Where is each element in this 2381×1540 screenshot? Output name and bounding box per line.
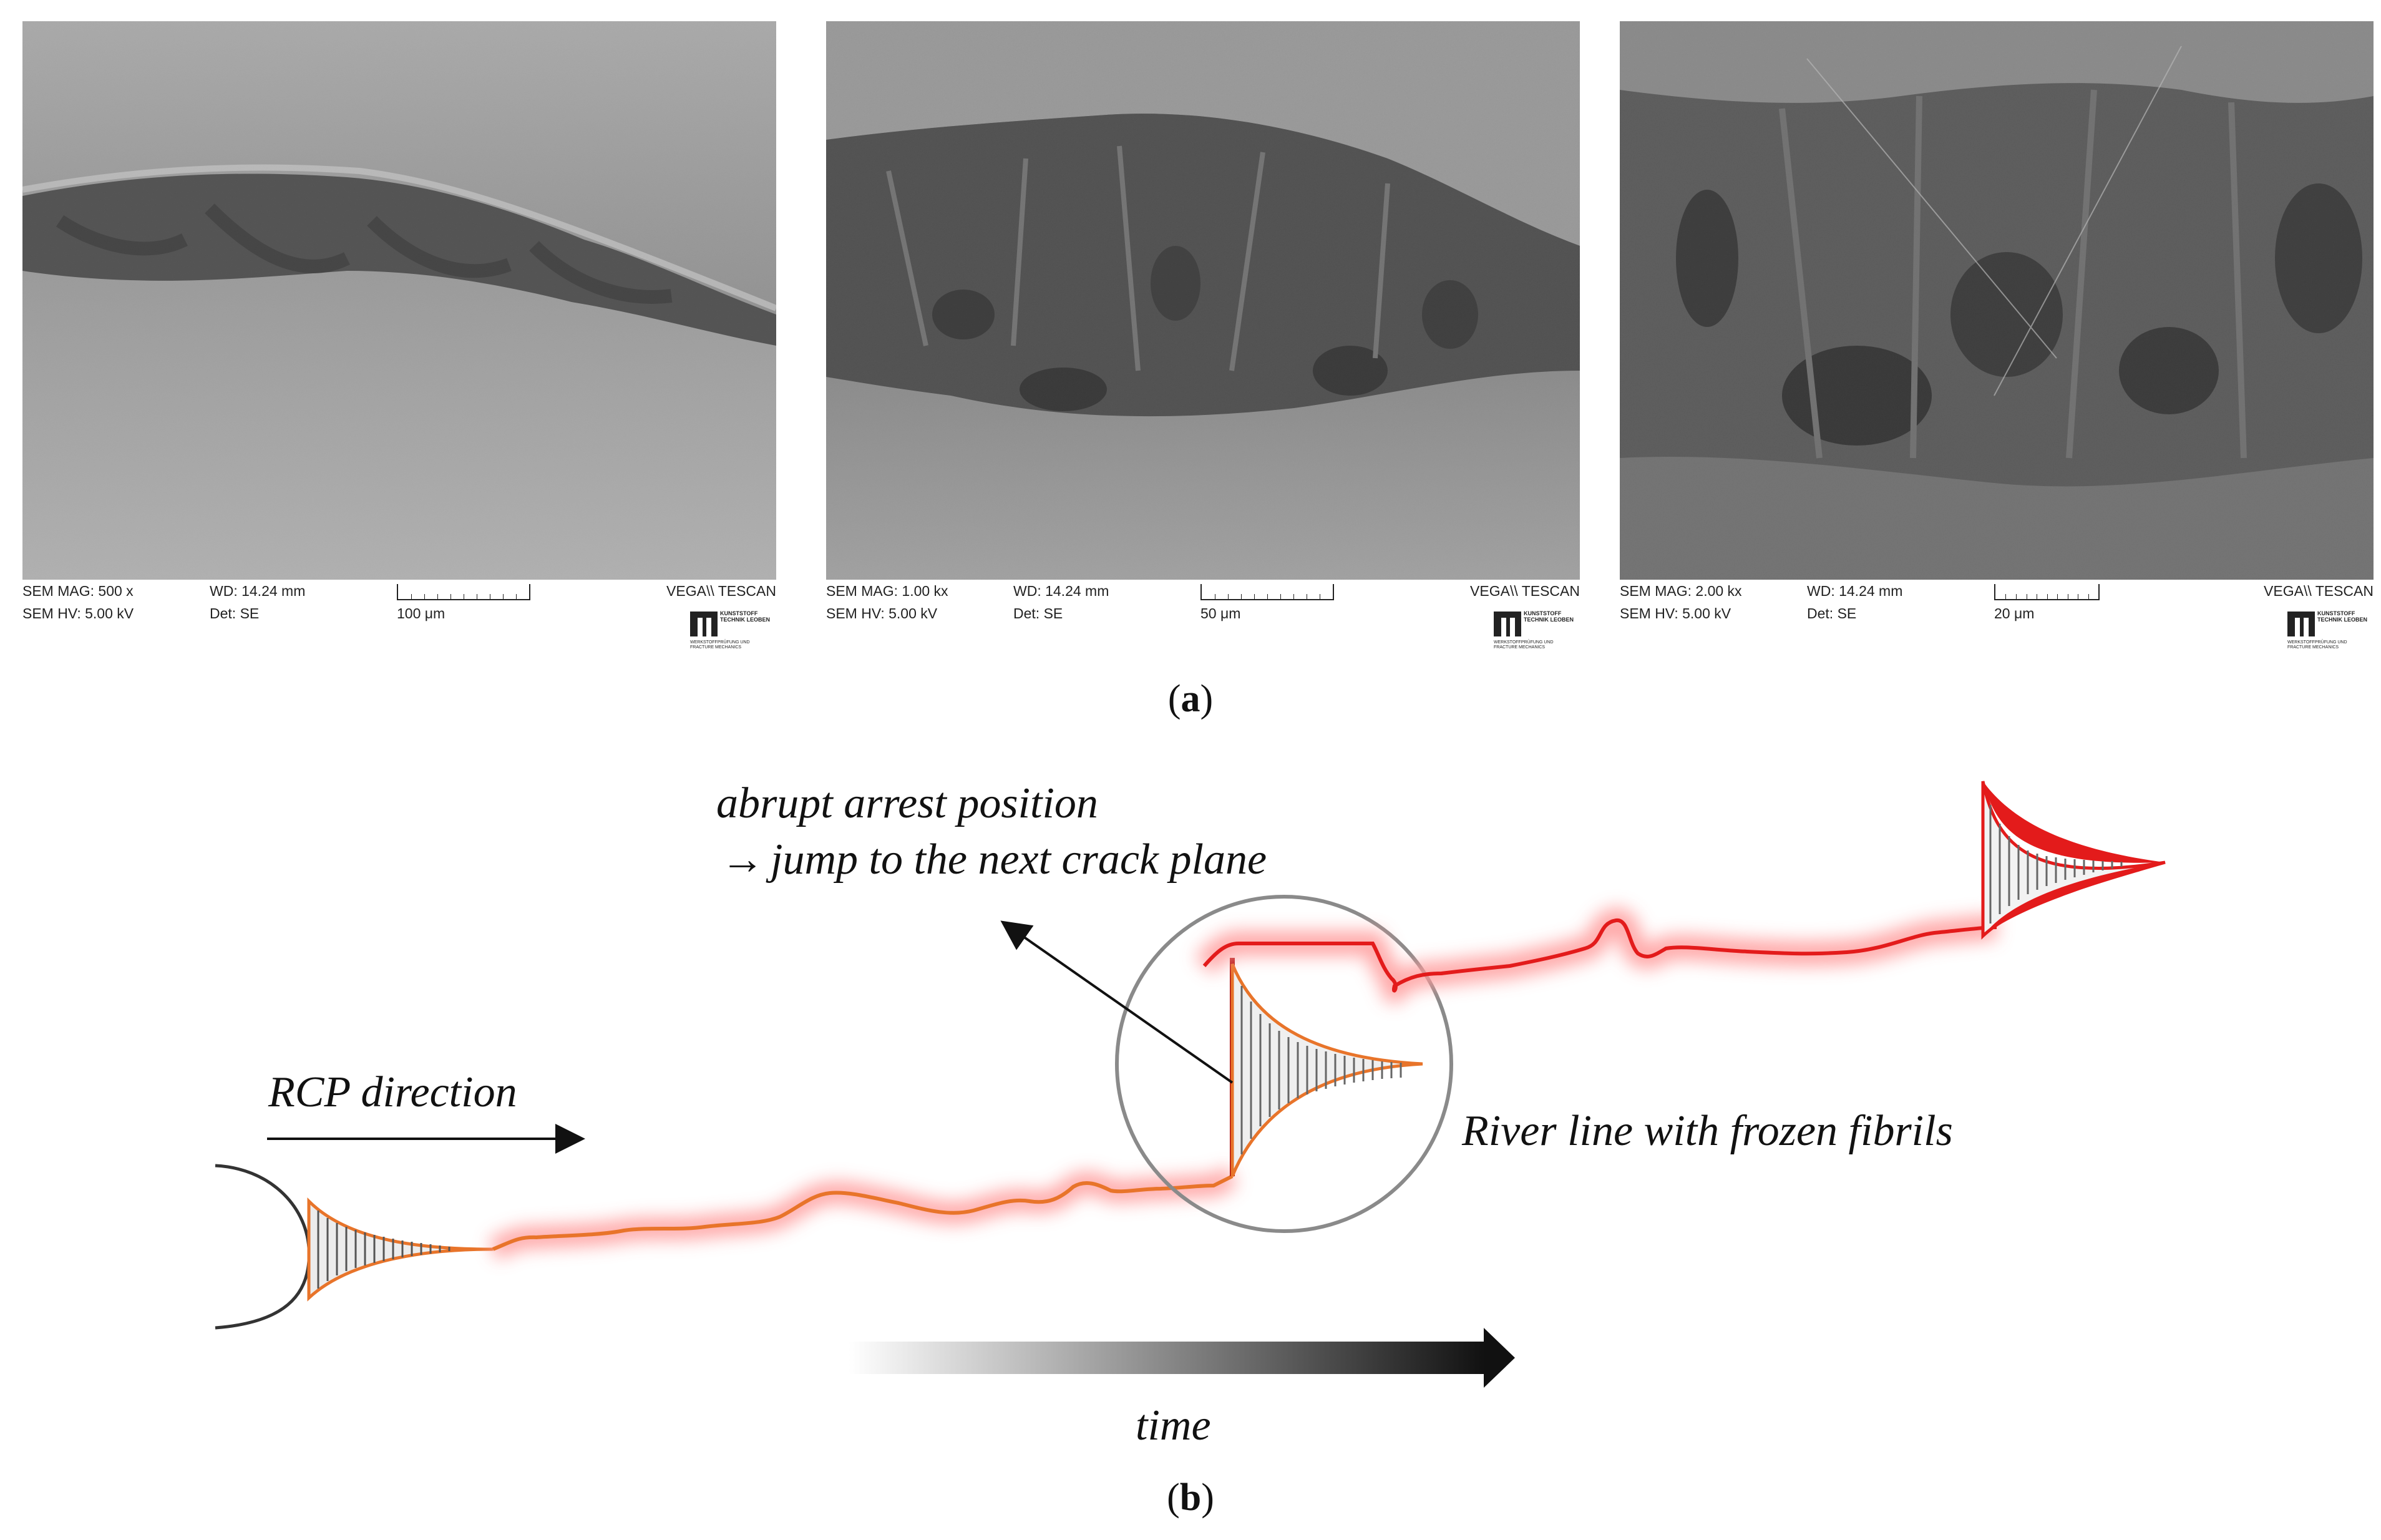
rcp-direction-label: RCP direction xyxy=(268,1068,517,1116)
time-arrow-bar xyxy=(849,1342,1485,1374)
sem-magnification: SEM MAG: 2.00 kx xyxy=(1620,583,1742,599)
sem-high-voltage: SEM HV: 5.00 kV xyxy=(826,605,938,621)
sem-working-distance: WD: 14.24 mm xyxy=(1013,583,1109,599)
sem-info-bar: SEM MAG: 1.00 kx WD: 14.24 mm SEM HV: 5.… xyxy=(826,583,1580,651)
scale-bar xyxy=(397,584,530,600)
time-label: time xyxy=(1136,1401,1211,1450)
sem-micrograph-1kx xyxy=(826,21,1580,580)
sem-micrograph-500x xyxy=(22,21,776,580)
final-craze-fibrils xyxy=(1989,805,2123,924)
sem-vendor: VEGA\\ TESCAN xyxy=(2264,583,2374,599)
institute-logo: KUNSTSTOFF TECHNIK LEOBEN WERKSTOFFPRÜFU… xyxy=(2287,608,2369,651)
sem-panel-2: SEM MAG: 1.00 kx WD: 14.24 mm SEM HV: 5.… xyxy=(826,21,1580,651)
logo-mark-icon xyxy=(1494,612,1521,636)
sem-panel-1: SEM MAG: 500 x WD: 14.24 mm SEM HV: 5.00… xyxy=(22,21,776,651)
logo-text: KUNSTSTOFF TECHNIK LEOBEN xyxy=(1524,610,1574,623)
sem-high-voltage: SEM HV: 5.00 kV xyxy=(1620,605,1731,621)
crack-path-stage-1 xyxy=(492,1174,1234,1251)
initial-craze-fibrils xyxy=(317,1211,450,1289)
logo-subtext: WERKSTOFFPRÜFUNG UND FRACTURE MECHANICS xyxy=(690,640,750,650)
sem-magnification: SEM MAG: 500 x xyxy=(22,583,134,599)
sem-working-distance: WD: 14.24 mm xyxy=(210,583,306,599)
sem-vendor: VEGA\\ TESCAN xyxy=(666,583,776,599)
logo-subtext: WERKSTOFFPRÜFUNG UND FRACTURE MECHANICS xyxy=(1494,640,1554,650)
scale-bar xyxy=(1994,584,2100,600)
arrest-position-label: abrupt arrest position xyxy=(716,779,1098,827)
sem-info-bar: SEM MAG: 500 x WD: 14.24 mm SEM HV: 5.00… xyxy=(22,583,776,651)
time-arrow-head xyxy=(1484,1328,1515,1388)
panel-a-letter: a xyxy=(1181,678,1200,720)
scale-bar-label: 20 μm xyxy=(1994,605,2035,621)
initial-craze xyxy=(307,1197,494,1302)
sem-panel-3: SEM MAG: 2.00 kx WD: 14.24 mm SEM HV: 5.… xyxy=(1620,21,2374,651)
crack-propagation-diagram: RCP direction xyxy=(215,779,2166,1388)
arrested-craze-fibrils xyxy=(1240,986,1402,1154)
notch-outline xyxy=(215,1164,311,1330)
sem-detector: Det: SE xyxy=(1013,605,1063,621)
logo-text: KUNSTSTOFF TECHNIK LEOBEN xyxy=(2317,610,2368,623)
arrest-pointer-arrow xyxy=(1000,920,1234,1084)
final-craze-upper-wing xyxy=(1983,781,2165,863)
panel-b-letter: b xyxy=(1179,1476,1202,1519)
river-line-label: River line with frozen fibrils xyxy=(1461,1107,1953,1155)
scale-bar-label: 50 μm xyxy=(1200,605,1241,621)
crack-glow-1 xyxy=(489,1166,1238,1260)
logo-text: KUNSTSTOFF TECHNIK LEOBEN xyxy=(720,610,771,623)
scale-bar xyxy=(1200,584,1334,600)
institute-logo: KUNSTSTOFF TECHNIK LEOBEN WERKSTOFFPRÜFU… xyxy=(1494,608,1575,651)
panel-b-caption: (b) xyxy=(1167,1476,1214,1519)
institute-logo: KUNSTSTOFF TECHNIK LEOBEN WERKSTOFFPRÜFU… xyxy=(690,608,771,651)
panel-a-caption: (a) xyxy=(1167,678,1214,720)
logo-subtext: WERKSTOFFPRÜFUNG UND FRACTURE MECHANICS xyxy=(2287,640,2347,650)
logo-mark-icon xyxy=(2287,612,2315,636)
scale-bar-label: 100 μm xyxy=(397,605,446,621)
jump-next-plane-label: jump to the next crack plane xyxy=(766,836,1267,884)
arrest-arrow-glyph: → xyxy=(721,836,764,884)
sem-magnification: SEM MAG: 1.00 kx xyxy=(826,583,948,599)
sem-vendor: VEGA\\ TESCAN xyxy=(1470,583,1580,599)
sem-info-bar: SEM MAG: 2.00 kx WD: 14.24 mm SEM HV: 5.… xyxy=(1620,583,2374,651)
sem-working-distance: WD: 14.24 mm xyxy=(1807,583,1903,599)
sem-micrograph-2kx xyxy=(1620,21,2374,580)
sem-detector: Det: SE xyxy=(1807,605,1857,621)
arrest-zone-circle xyxy=(1115,895,1453,1233)
logo-mark-icon xyxy=(690,612,718,636)
arrested-craze xyxy=(1230,963,1423,1177)
crack-path-stage-2 xyxy=(1202,918,1997,993)
sem-high-voltage: SEM HV: 5.00 kV xyxy=(22,605,134,621)
sem-detector: Det: SE xyxy=(210,605,260,621)
